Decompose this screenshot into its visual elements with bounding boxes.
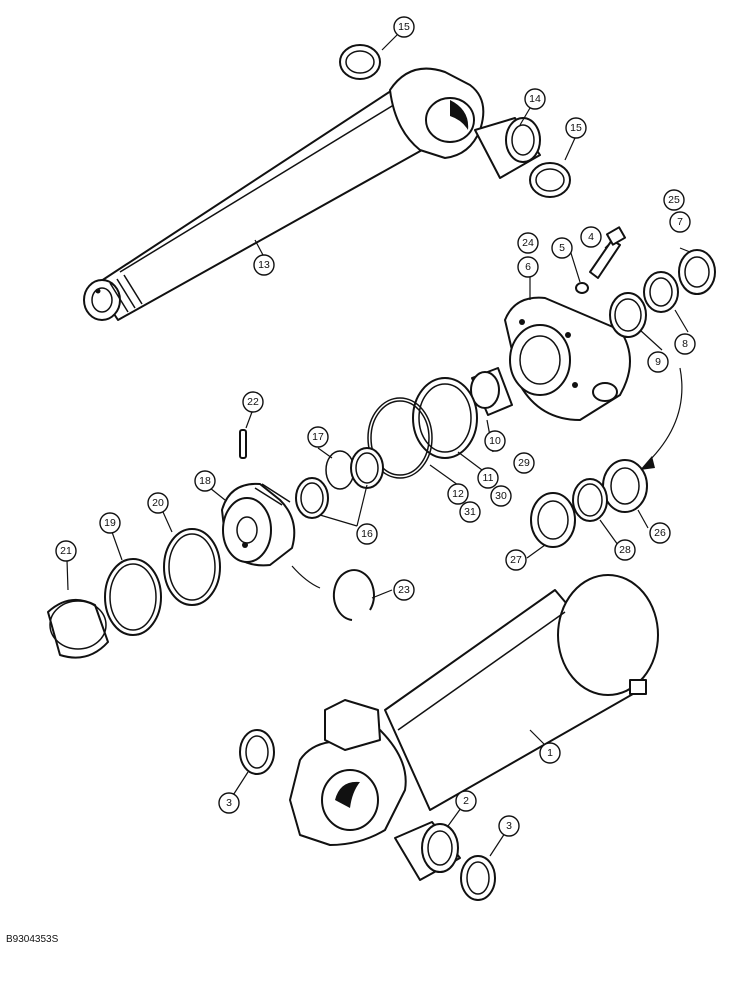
callout-15-right: 15: [565, 117, 587, 139]
svg-text:6: 6: [525, 261, 531, 273]
bolt: [589, 226, 627, 279]
callout-8: 8: [674, 333, 696, 355]
base-seal-lower: [460, 855, 496, 901]
callout-3-left: 3: [218, 792, 240, 814]
callout-16: 16: [356, 523, 378, 545]
svg-text:11: 11: [483, 472, 494, 484]
snap-ring: [332, 569, 375, 621]
svg-text:28: 28: [619, 544, 631, 556]
callout-25: 25: [663, 189, 685, 211]
base-seal-upper: [239, 729, 275, 775]
svg-text:27: 27: [510, 554, 522, 566]
cylinder-head: [504, 296, 631, 421]
callout-14: 14: [524, 88, 546, 110]
piston-ring-19: [104, 558, 162, 636]
callout-22: 22: [242, 391, 264, 413]
callout-23: 23: [393, 579, 415, 601]
callout-12: 12: [447, 483, 469, 505]
svg-text:14: 14: [529, 93, 541, 105]
svg-text:31: 31: [464, 506, 476, 518]
svg-text:9: 9: [655, 356, 661, 368]
svg-text:22: 22: [247, 396, 259, 408]
figure-id: B9304353S: [6, 934, 59, 945]
callouts: 15 14 15 13 25 7 4 5 24 6 8 9 10 29 11 3…: [55, 16, 696, 837]
head-seal-28: [572, 478, 608, 522]
callout-4: 4: [580, 226, 602, 248]
callout-3-right: 3: [498, 815, 520, 837]
callout-28: 28: [614, 539, 636, 561]
callout-5: 5: [551, 237, 573, 259]
wear-ring-21: [47, 598, 109, 659]
head-back-up-ring: [367, 397, 433, 479]
callout-17: 17: [307, 426, 329, 448]
svg-text:15: 15: [570, 122, 582, 134]
piston: [221, 482, 296, 567]
rod-eye-bushing: [474, 117, 541, 179]
svg-text:12: 12: [452, 488, 464, 500]
callout-20: 20: [147, 492, 169, 514]
callout-11: 11: [477, 467, 499, 489]
cylinder-barrel: [289, 574, 659, 846]
svg-text:1: 1: [547, 747, 553, 759]
svg-text:26: 26: [654, 527, 666, 539]
washer: [575, 282, 589, 294]
svg-text:2: 2: [463, 795, 469, 807]
callout-1: 1: [539, 742, 561, 764]
callout-6: 6: [517, 256, 539, 278]
svg-text:15: 15: [398, 21, 410, 33]
svg-text:21: 21: [60, 545, 72, 557]
wear-ring-16a: [295, 477, 329, 519]
svg-text:19: 19: [104, 517, 116, 529]
svg-text:13: 13: [258, 259, 270, 271]
svg-text:24: 24: [522, 237, 534, 249]
callout-30: 30: [490, 485, 512, 507]
callout-13: 13: [253, 254, 275, 276]
callout-7: 7: [669, 211, 691, 233]
piston-rod: [83, 67, 485, 321]
svg-text:16: 16: [361, 528, 373, 540]
svg-text:7: 7: [677, 216, 683, 228]
head-o-ring: [412, 377, 478, 459]
svg-text:4: 4: [588, 231, 594, 243]
svg-text:29: 29: [518, 457, 530, 469]
svg-text:23: 23: [398, 584, 410, 596]
callout-2: 2: [455, 790, 477, 812]
callout-29: 29: [513, 452, 535, 474]
leader-lines: [66, 34, 691, 857]
base-bushing: [394, 821, 461, 881]
head-seal-27: [530, 492, 576, 548]
roll-pin: [239, 429, 247, 459]
callout-19: 19: [99, 512, 121, 534]
svg-text:8: 8: [682, 338, 688, 350]
svg-text:17: 17: [312, 431, 324, 443]
callout-21: 21: [55, 540, 77, 562]
callout-9: 9: [647, 351, 669, 373]
callout-31: 31: [459, 501, 481, 523]
svg-text:10: 10: [489, 435, 501, 447]
svg-text:5: 5: [559, 242, 565, 254]
callout-10: 10: [484, 430, 506, 452]
svg-text:30: 30: [495, 490, 507, 502]
wiper-seal: [678, 249, 716, 295]
svg-text:3: 3: [506, 820, 512, 832]
svg-text:20: 20: [152, 497, 164, 509]
rod-seal: [643, 271, 679, 313]
wear-ring-16b: [350, 447, 384, 489]
callout-18: 18: [194, 470, 216, 492]
rod-eye-seal-upper: [339, 44, 381, 80]
svg-text:25: 25: [668, 194, 680, 206]
callout-26: 26: [649, 522, 671, 544]
callout-27: 27: [505, 549, 527, 571]
head-seal-26: [602, 459, 648, 513]
rod-eye-seal-lower: [529, 162, 571, 198]
head-bearing: [470, 367, 513, 416]
svg-text:3: 3: [226, 797, 232, 809]
piston-seal-20: [163, 528, 221, 606]
callout-15-top: 15: [393, 16, 415, 38]
callout-24: 24: [517, 232, 539, 254]
back-up-ring: [609, 292, 647, 338]
svg-text:18: 18: [199, 475, 211, 487]
